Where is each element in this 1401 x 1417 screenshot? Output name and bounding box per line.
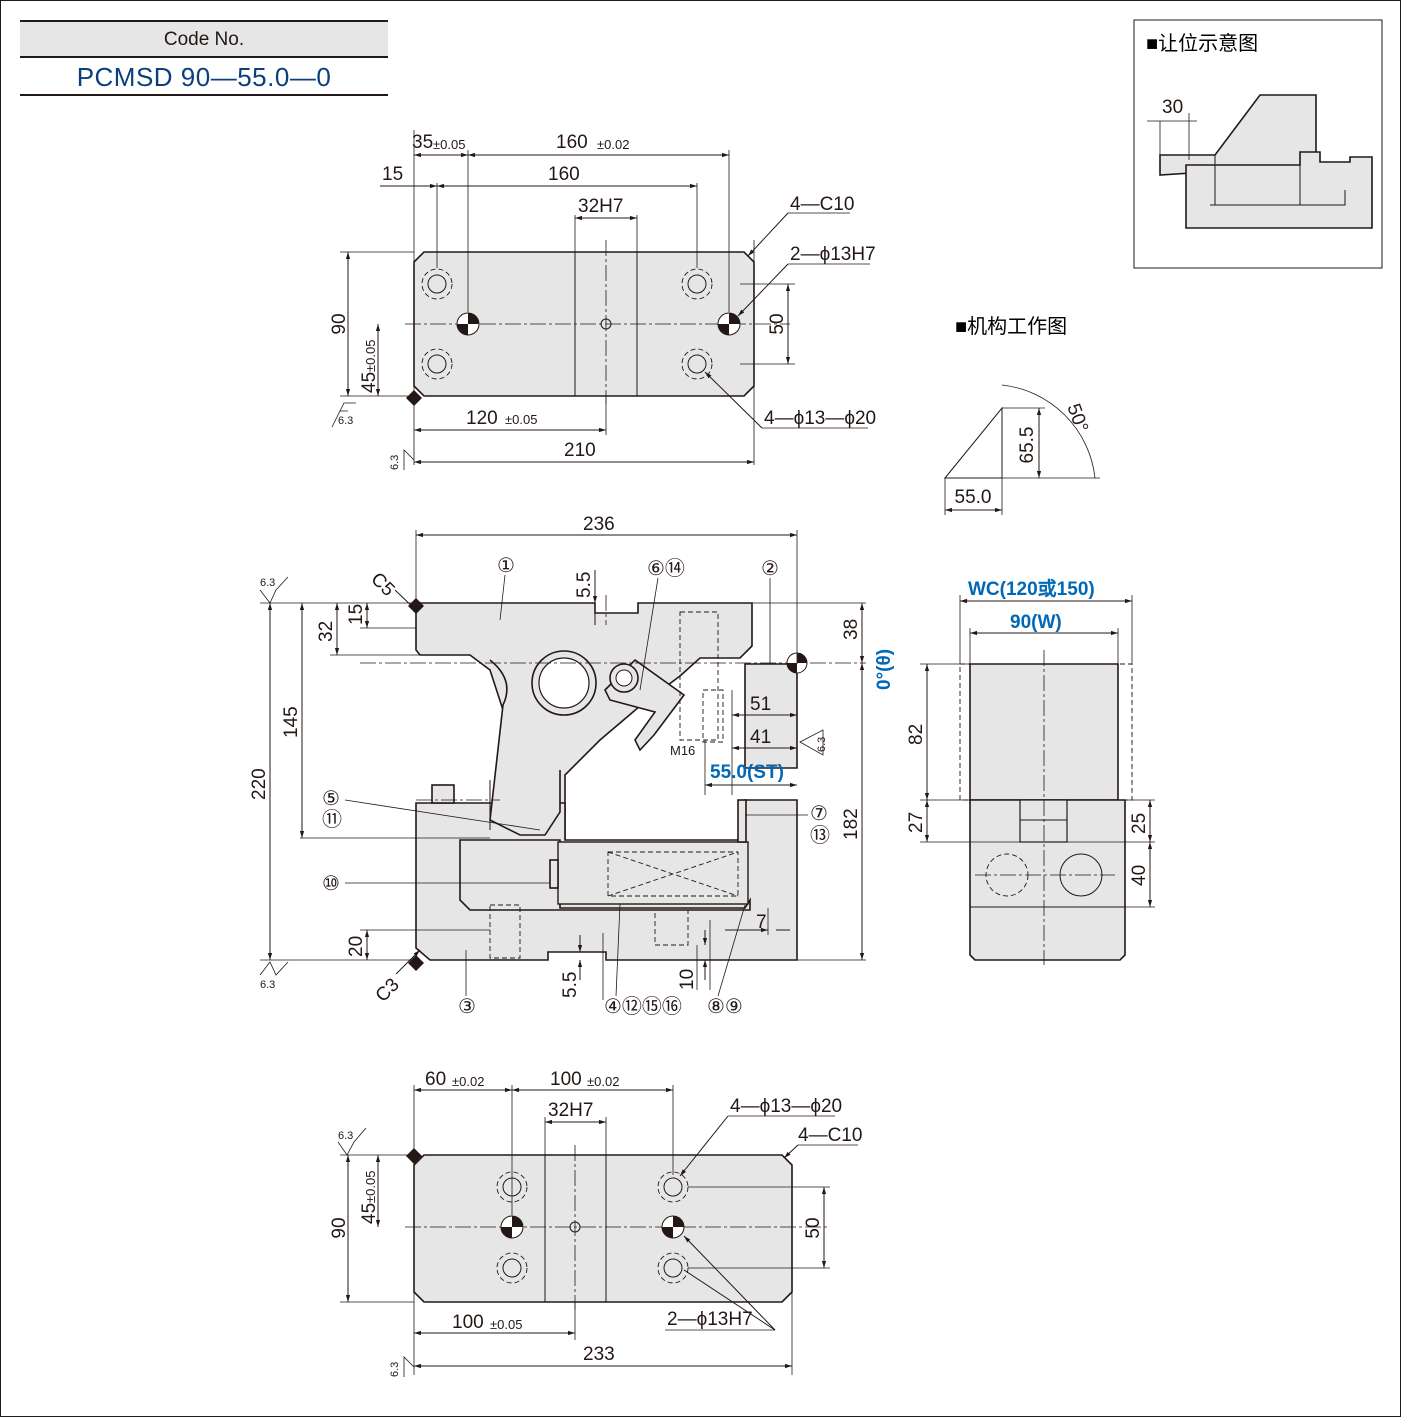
mechanism-dim-base: 55.0 [955,487,992,508]
bottom-view-plate [413,1154,793,1303]
top-dim-c10: 4—C10 [790,194,854,215]
front-rough-a: 6.3 [260,577,275,589]
top-dim-160: 160 [548,164,580,185]
mechanism-diagram-title: ■机构工作图 [955,315,1067,338]
bottom-dim-100t-tol: ±0.02 [587,1074,619,1089]
mechanism-dim-height: 65.5 [1017,427,1038,464]
bottom-dim-45-tol: ±0.05 [363,1171,378,1203]
top-dim-phi13h7: 2—ϕ13H7 [790,244,876,265]
front-dim-20: 20 [346,936,367,957]
top-dim-35: 35 [412,132,433,153]
bottom-rough-b: 6.3 [389,1362,401,1377]
top-dim-45-tol: ±0.05 [363,340,378,372]
top-dim-120-tol: ±0.05 [505,412,537,427]
wedge-part-2 [744,663,798,769]
balloon-10: ⑩ [322,873,340,895]
clearance-diagram-title: ■让位示意图 [1146,32,1258,55]
front-rough-b: 6.3 [260,979,275,991]
front-dim-10: 10 [677,969,698,990]
bottom-dim-90: 90 [329,1217,350,1238]
mechanism-diagram: ■机构工作图 65.5 50° 55.0 [943,315,1100,515]
clearance-dim-30: 30 [1162,97,1183,118]
top-dim-32h7: 32H7 [578,196,623,217]
balloon-11: ⑪ [322,808,342,831]
spring-part-4 [557,841,749,905]
side-dim-82: 82 [906,724,927,745]
bottom-dim-100: 100 [452,1312,484,1333]
side-dim-40: 40 [1129,865,1150,886]
side-view: WC(120或150) 90(W) 82 27 25 40 [906,577,1155,965]
front-dim-220: 220 [249,768,270,800]
front-dim-c3: C3 [372,975,404,1007]
bottom-dim-c10: 4—C10 [798,1125,862,1146]
front-rough-c: 6.3 [816,737,828,752]
bottom-dim-50: 50 [803,1217,824,1238]
side-dim-wc: WC(120或150) [968,577,1095,600]
balloon-3: ③ [458,996,476,1018]
bottom-dim-phi13h7: 2—ϕ13H7 [667,1309,753,1330]
code-number-box: Code No. PCMSD 90—55.0—0 [20,20,388,96]
bottom-dim-60-tol: ±0.02 [452,1074,484,1089]
balloon-6-14: ⑥⑭ [647,557,685,580]
front-dim-m16: M16 [670,743,695,758]
bottom-dim-100t: 100 [550,1069,582,1090]
code-number-header: Code No. [20,20,388,58]
balloon-2: ② [761,558,779,580]
top-dim-phi13-20: 4—ϕ13—ϕ20 [764,408,876,429]
bottom-dim-60: 60 [425,1069,446,1090]
front-dim-theta: 0°(θ) [874,649,895,690]
slider-part-1 [415,602,753,841]
front-dim-c5: C5 [366,569,398,601]
bottom-dim-45: 45 [359,1203,380,1224]
front-view: 6.3 6.3 6.3 236 5.5 C5 15 32 145 220 38 … [249,514,895,1018]
front-dim-236: 236 [583,514,615,535]
front-dim-145: 145 [281,706,302,738]
balloon-4-12-15-16: ④⑫⑮⑯ [604,995,682,1018]
clearance-diagram: ■让位示意图 30 [1133,19,1383,269]
side-dim-25: 25 [1129,813,1150,834]
side-dim-27: 27 [906,812,927,833]
top-dim-90: 90 [329,313,350,334]
front-dim-41: 41 [750,727,771,748]
top-dim-210: 210 [564,440,596,461]
front-dim-32: 32 [316,621,337,642]
front-dim-7: 7 [756,912,767,933]
pin-hole-icon [456,312,741,336]
balloon-13: ⑬ [810,824,830,847]
front-dim-15: 15 [346,604,367,625]
front-dim-5-5a: 5.5 [574,572,595,598]
bottom-rough-a: 6.3 [338,1130,353,1142]
bottom-dim-100-tol: ±0.05 [490,1317,522,1332]
top-rough-b: 6.3 [389,455,401,470]
top-dim-45: 45 [359,372,380,393]
top-dim-15: 15 [382,164,403,185]
top-dim-35-tol: ±0.05 [433,137,465,152]
bottom-view: 6.3 6.3 60 ±0.02 100 ±0.02 32H7 4—ϕ13—ϕ2… [329,1069,862,1377]
bottom-dim-233: 233 [583,1344,615,1365]
bottom-dim-phi13-20: 4—ϕ13—ϕ20 [730,1096,842,1117]
balloon-7: ⑦ [810,803,828,825]
top-dim-50: 50 [767,313,788,334]
side-dim-w: 90(W) [1010,612,1062,633]
top-view: 6.3 6.3 35 ±0.05 160 ±0.02 15 160 32H7 9… [329,130,876,470]
front-dim-stroke: 55.0(ST) [710,762,784,783]
front-dim-182: 182 [841,808,862,840]
front-dim-38: 38 [841,619,862,640]
balloon-5: ⑤ [322,788,340,810]
balloon-1: ① [497,555,515,577]
balloon-8-9: ⑧⑨ [707,996,743,1018]
front-dim-51: 51 [750,694,771,715]
top-dim-160-tolv: ±0.02 [597,137,629,152]
bottom-dim-32h7: 32H7 [548,1100,593,1121]
top-rough-a: 6.3 [338,415,353,427]
bottom-pin-hole-icon [500,1215,685,1239]
code-number-value: PCMSD 90—55.0—0 [20,58,388,96]
mechanism-dim-angle: 50° [1062,401,1092,435]
front-dim-5-5b: 5.5 [560,972,581,998]
bolt-hole-icon [421,268,713,380]
top-dim-160-tol: 160 [556,132,588,153]
top-dim-120: 120 [466,408,498,429]
